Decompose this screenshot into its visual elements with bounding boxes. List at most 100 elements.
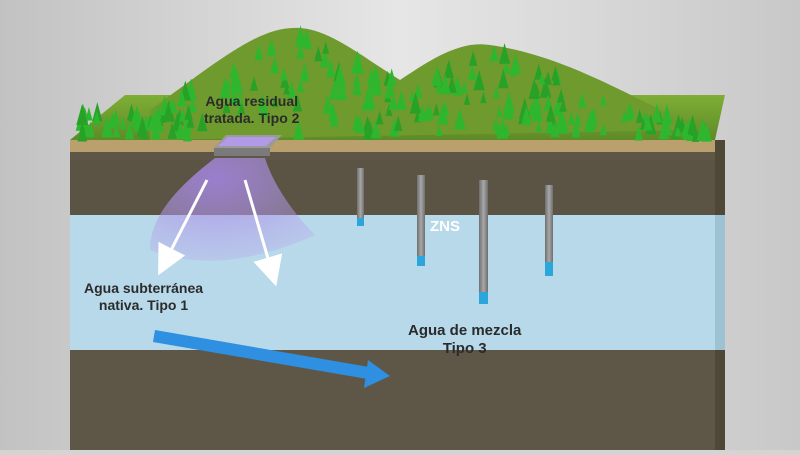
tree-icon <box>567 111 576 125</box>
tree-icon <box>559 98 567 112</box>
tree-icon <box>184 104 193 120</box>
tree-icon <box>387 68 397 86</box>
mixed-water-label-line2: Tipo 3 <box>442 340 487 357</box>
tree-icon <box>271 95 279 108</box>
tree-icon <box>254 44 264 61</box>
tree-icon <box>85 107 93 121</box>
infiltration-basin-icon <box>214 135 282 156</box>
mixed-water-label-line1: Agua de mezcla <box>408 322 522 339</box>
tree-icon <box>296 43 305 59</box>
tree-icon <box>495 122 502 136</box>
tree-icon <box>480 91 487 104</box>
tree-icon <box>681 122 689 136</box>
tree-icon <box>414 83 423 98</box>
tree-icon <box>502 60 511 74</box>
tree-icon <box>293 119 304 140</box>
tree-icon <box>634 125 643 141</box>
tree-icon <box>643 113 653 131</box>
tree-icon <box>140 125 148 140</box>
tree-icon <box>545 104 556 122</box>
tree-icon <box>388 92 398 111</box>
infiltration-plume <box>150 158 315 261</box>
tree-icon <box>176 88 187 107</box>
tree-icon <box>329 80 340 99</box>
tree-icon <box>502 98 515 120</box>
tree-icon <box>86 126 93 138</box>
tree-icon <box>124 121 135 140</box>
tree-icon <box>435 80 443 93</box>
native-groundwater-label-line2: nativa. Tipo 1 <box>98 297 189 313</box>
tree-icon <box>584 116 594 133</box>
tree-icon <box>502 123 510 137</box>
tree-icon <box>577 92 587 108</box>
tree-icon <box>454 108 466 130</box>
tree-icon <box>627 103 635 117</box>
tree-icon <box>133 117 141 132</box>
unsaturated-zone-label: ZNS <box>430 218 460 235</box>
tree-icon <box>280 67 288 81</box>
tree-icon <box>364 87 376 109</box>
tree-icon <box>352 78 362 95</box>
tree-icon <box>370 73 383 96</box>
tree-icon <box>119 116 127 130</box>
tree-icon <box>446 75 457 94</box>
tree-icon <box>635 109 644 123</box>
tree-icon <box>591 115 598 127</box>
tree-icon <box>296 78 305 93</box>
tree-icon <box>498 43 511 64</box>
tree-icon <box>234 75 242 89</box>
tree-icon <box>409 92 422 114</box>
well-icon <box>417 175 425 266</box>
tree-icon <box>393 115 403 131</box>
tree-icon <box>188 96 197 113</box>
tree-icon <box>266 38 277 56</box>
tree-icon <box>439 73 451 95</box>
tree-icon <box>493 86 500 99</box>
tree-icon <box>257 93 268 111</box>
tree-icon <box>651 103 663 123</box>
mixed-water-label: Agua de mezcla Tipo 3 <box>408 322 521 358</box>
tree-icon <box>112 123 121 138</box>
tree-icon <box>521 105 532 126</box>
tree-icon <box>186 113 195 128</box>
forest <box>75 25 712 142</box>
tree-icon <box>417 104 428 122</box>
tree-icon <box>545 115 556 134</box>
tree-icon <box>531 99 543 122</box>
tree-icon <box>552 71 561 86</box>
tree-icon <box>179 107 187 122</box>
tree-icon <box>325 59 336 78</box>
tree-icon <box>370 119 382 139</box>
tree-icon <box>461 80 468 93</box>
down-arrow-icon <box>158 179 209 276</box>
tree-icon <box>163 101 174 120</box>
tree-icon <box>509 53 522 74</box>
bedrock-layer <box>70 350 715 450</box>
tree-icon <box>314 46 323 62</box>
tree-icon <box>690 123 698 136</box>
tree-icon <box>182 116 192 134</box>
tree-icon <box>154 105 162 119</box>
tree-icon <box>661 104 673 125</box>
tree-icon <box>92 102 103 122</box>
well-icon <box>479 180 488 304</box>
tree-icon <box>111 109 121 126</box>
tree-icon <box>468 50 478 66</box>
tree-icon <box>335 70 347 91</box>
tree-icon <box>573 112 582 127</box>
tree-icon <box>322 41 330 54</box>
tree-icon <box>238 101 246 115</box>
tree-icon <box>571 120 581 138</box>
tree-icon <box>674 123 682 137</box>
tree-icon <box>197 112 208 132</box>
tree-icon <box>473 70 485 91</box>
tree-icon <box>539 76 552 98</box>
tree-icon <box>384 87 391 99</box>
tree-icon <box>496 105 503 117</box>
tree-icon <box>222 98 231 113</box>
tree-icon <box>436 124 443 136</box>
tree-icon <box>249 76 258 91</box>
tree-icon <box>351 50 364 73</box>
well-icon <box>357 168 364 226</box>
